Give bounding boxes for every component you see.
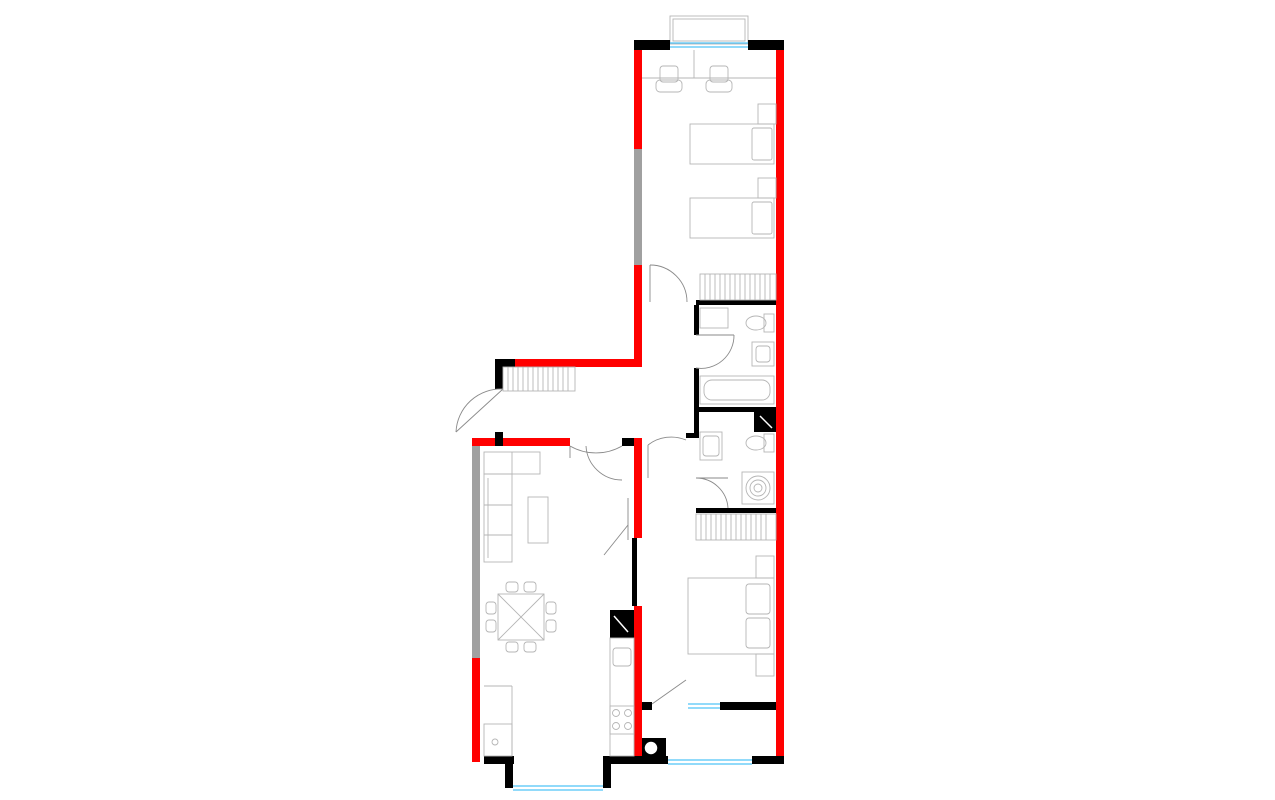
wall-south-cap-left-v: [505, 756, 513, 788]
wall-north-west-lower: [634, 265, 642, 367]
wall-corridor-divider-lower: [634, 606, 642, 756]
wall-bedroom-south-stub: [642, 702, 652, 710]
wall-north-cap-right: [748, 40, 784, 50]
door-swing-icon: [569, 445, 623, 481]
wall-north-cap-left: [634, 40, 670, 50]
desk-chair-icon: [705, 65, 733, 93]
wall-bath-upper-top: [696, 300, 776, 305]
wall-bath-divider: [696, 407, 776, 412]
wardrobe-icon: [695, 513, 777, 541]
living-kitchen: [483, 451, 635, 757]
kitchen-counter: [609, 637, 635, 757]
glazed-wall-north-bedroom: [634, 149, 642, 265]
wall-south-cap-left: [484, 756, 514, 764]
door-swing-icon: [647, 436, 687, 478]
wall-north-west-outer: [634, 44, 642, 149]
wall-living-west-lower: [472, 658, 480, 762]
shaft-details: [613, 415, 773, 633]
wall-south-cap-mid-v: [603, 756, 611, 788]
entrance-hall: [502, 366, 576, 392]
bed-icon: [689, 177, 777, 239]
window-icon: [670, 42, 748, 48]
door-swing-icon: [695, 334, 735, 369]
boiler-icon: [642, 738, 666, 760]
wall-living-north: [472, 438, 570, 446]
glazed-wall-living: [472, 446, 480, 658]
balcony-icon: [669, 15, 749, 45]
load-bearing-walls: [472, 44, 784, 762]
door-swing-icon: [455, 388, 504, 433]
window-icon: [688, 703, 720, 709]
wall-bath-mid-left: [694, 368, 699, 438]
door-swing-icon: [695, 477, 729, 509]
bedroom-south-double: [687, 513, 777, 677]
coffee-table: [527, 496, 549, 544]
wall-hall-west-stub: [495, 359, 515, 367]
wall-hall-west-stub-v: [495, 359, 503, 389]
wall-hall-north: [515, 359, 642, 367]
wall-bath-upper-left: [694, 305, 699, 335]
glazed-walls: [472, 149, 642, 658]
shower-icon: [741, 471, 775, 505]
sofa-icon: [483, 451, 541, 563]
bathtub-icon: [699, 375, 775, 405]
wall-bath-lower-bottom: [696, 508, 776, 513]
windows: [513, 42, 752, 791]
bed-icon: [687, 555, 775, 677]
bed-icon: [689, 103, 777, 165]
sink-icon: [699, 431, 723, 461]
door-swing-icon: [651, 679, 687, 705]
sink-icon: [751, 341, 775, 367]
wall-east-outer: [776, 44, 784, 762]
wall-living-door-jamb: [622, 438, 634, 446]
wall-corridor-divider-upper: [634, 438, 642, 538]
doors: [455, 264, 735, 705]
wall-south-cap-east: [752, 756, 784, 764]
toilet-icon: [745, 313, 775, 333]
wall-hall-door-jamb: [495, 432, 503, 446]
window-icon: [513, 785, 603, 791]
dining-set-icon: [485, 581, 557, 653]
wall-bedroom-south-top: [720, 702, 776, 710]
bathroom-shower: [699, 431, 775, 505]
window-icon: [668, 759, 752, 765]
bathroom-tub: [699, 307, 775, 405]
wall-kitchen-shaft: [610, 610, 634, 638]
wardrobe-icon: [699, 273, 777, 301]
wall-south-cap-mid: [603, 756, 642, 764]
stove-icon: [609, 705, 635, 735]
desk-chair-icon: [655, 65, 683, 93]
toilet-icon: [745, 433, 775, 453]
wall-bath-lower-stub: [686, 433, 696, 438]
door-swing-icon: [603, 498, 629, 556]
wall-corridor-thin: [632, 538, 637, 606]
door-swing-icon: [649, 264, 688, 303]
bedroom-north-twin: [642, 50, 777, 301]
